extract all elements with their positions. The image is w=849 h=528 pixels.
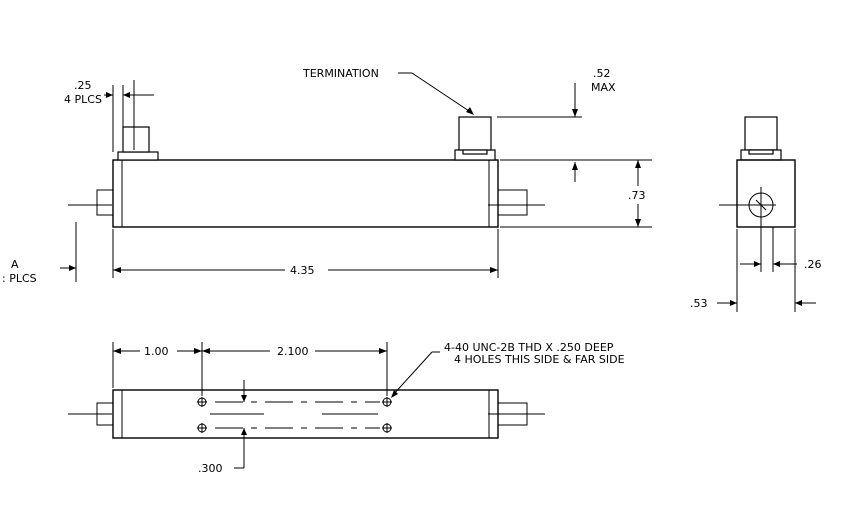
dim-100-label: 1.00 (144, 345, 169, 358)
dim-435: 4.35 (112, 229, 499, 278)
dim-52: .52 MAX (497, 67, 616, 182)
dim-53: .53 (690, 229, 816, 312)
thread-note-line1: 4-40 UNC-2B THD X .250 DEEP (444, 341, 614, 354)
dim-53-label: .53 (690, 297, 708, 310)
top-left-port (117, 80, 159, 161)
dim-100: 1.00 (112, 342, 203, 396)
termination-label: TERMINATION (302, 67, 379, 80)
front-view: .25 4 PLCS TERMINATION .52 MAX (2, 67, 652, 285)
top-body (112, 389, 499, 439)
hole-1 (197, 397, 207, 407)
dim-73: .73 (500, 159, 652, 228)
max-label: MAX (591, 81, 616, 94)
right-connector (488, 189, 545, 216)
dim-435-label: 4.35 (290, 264, 315, 277)
termination-port (454, 116, 496, 161)
dim-25-label: .25 (74, 79, 92, 92)
plcs-left-label: : PLCS (2, 272, 37, 285)
dim-300: .300 (198, 380, 247, 475)
dim-26-label: .26 (804, 258, 822, 271)
top-view: 1.00 2.100 4-40 UNC-2B THD X .250 DEEP 4… (68, 341, 625, 475)
plcs-4-label: 4 PLCS (64, 93, 102, 106)
side-body (736, 159, 796, 228)
dim-52-label: .52 (593, 67, 611, 80)
dim-A: A : PLCS (2, 222, 77, 285)
termination-leader: TERMINATION (302, 67, 474, 115)
dim-A-label: A (11, 258, 19, 271)
dim-2100-label: 2.100 (277, 345, 309, 358)
side-view: .26 .53 (690, 116, 822, 312)
hole-3 (382, 397, 392, 407)
dim-73-label: .73 (628, 189, 646, 202)
left-connector (68, 189, 114, 216)
coupler-body (112, 159, 499, 228)
thread-note-line2: 4 HOLES THIS SIDE & FAR SIDE (454, 353, 625, 366)
dim-26: .26 (740, 220, 822, 272)
dim-25: .25 4 PLCS (64, 79, 154, 152)
hole-2 (197, 423, 207, 433)
hole-4 (382, 423, 392, 433)
dim-300-label: .300 (198, 462, 223, 475)
thread-note: 4-40 UNC-2B THD X .250 DEEP 4 HOLES THIS… (391, 341, 625, 398)
dim-2100: 2.100 (202, 342, 388, 396)
